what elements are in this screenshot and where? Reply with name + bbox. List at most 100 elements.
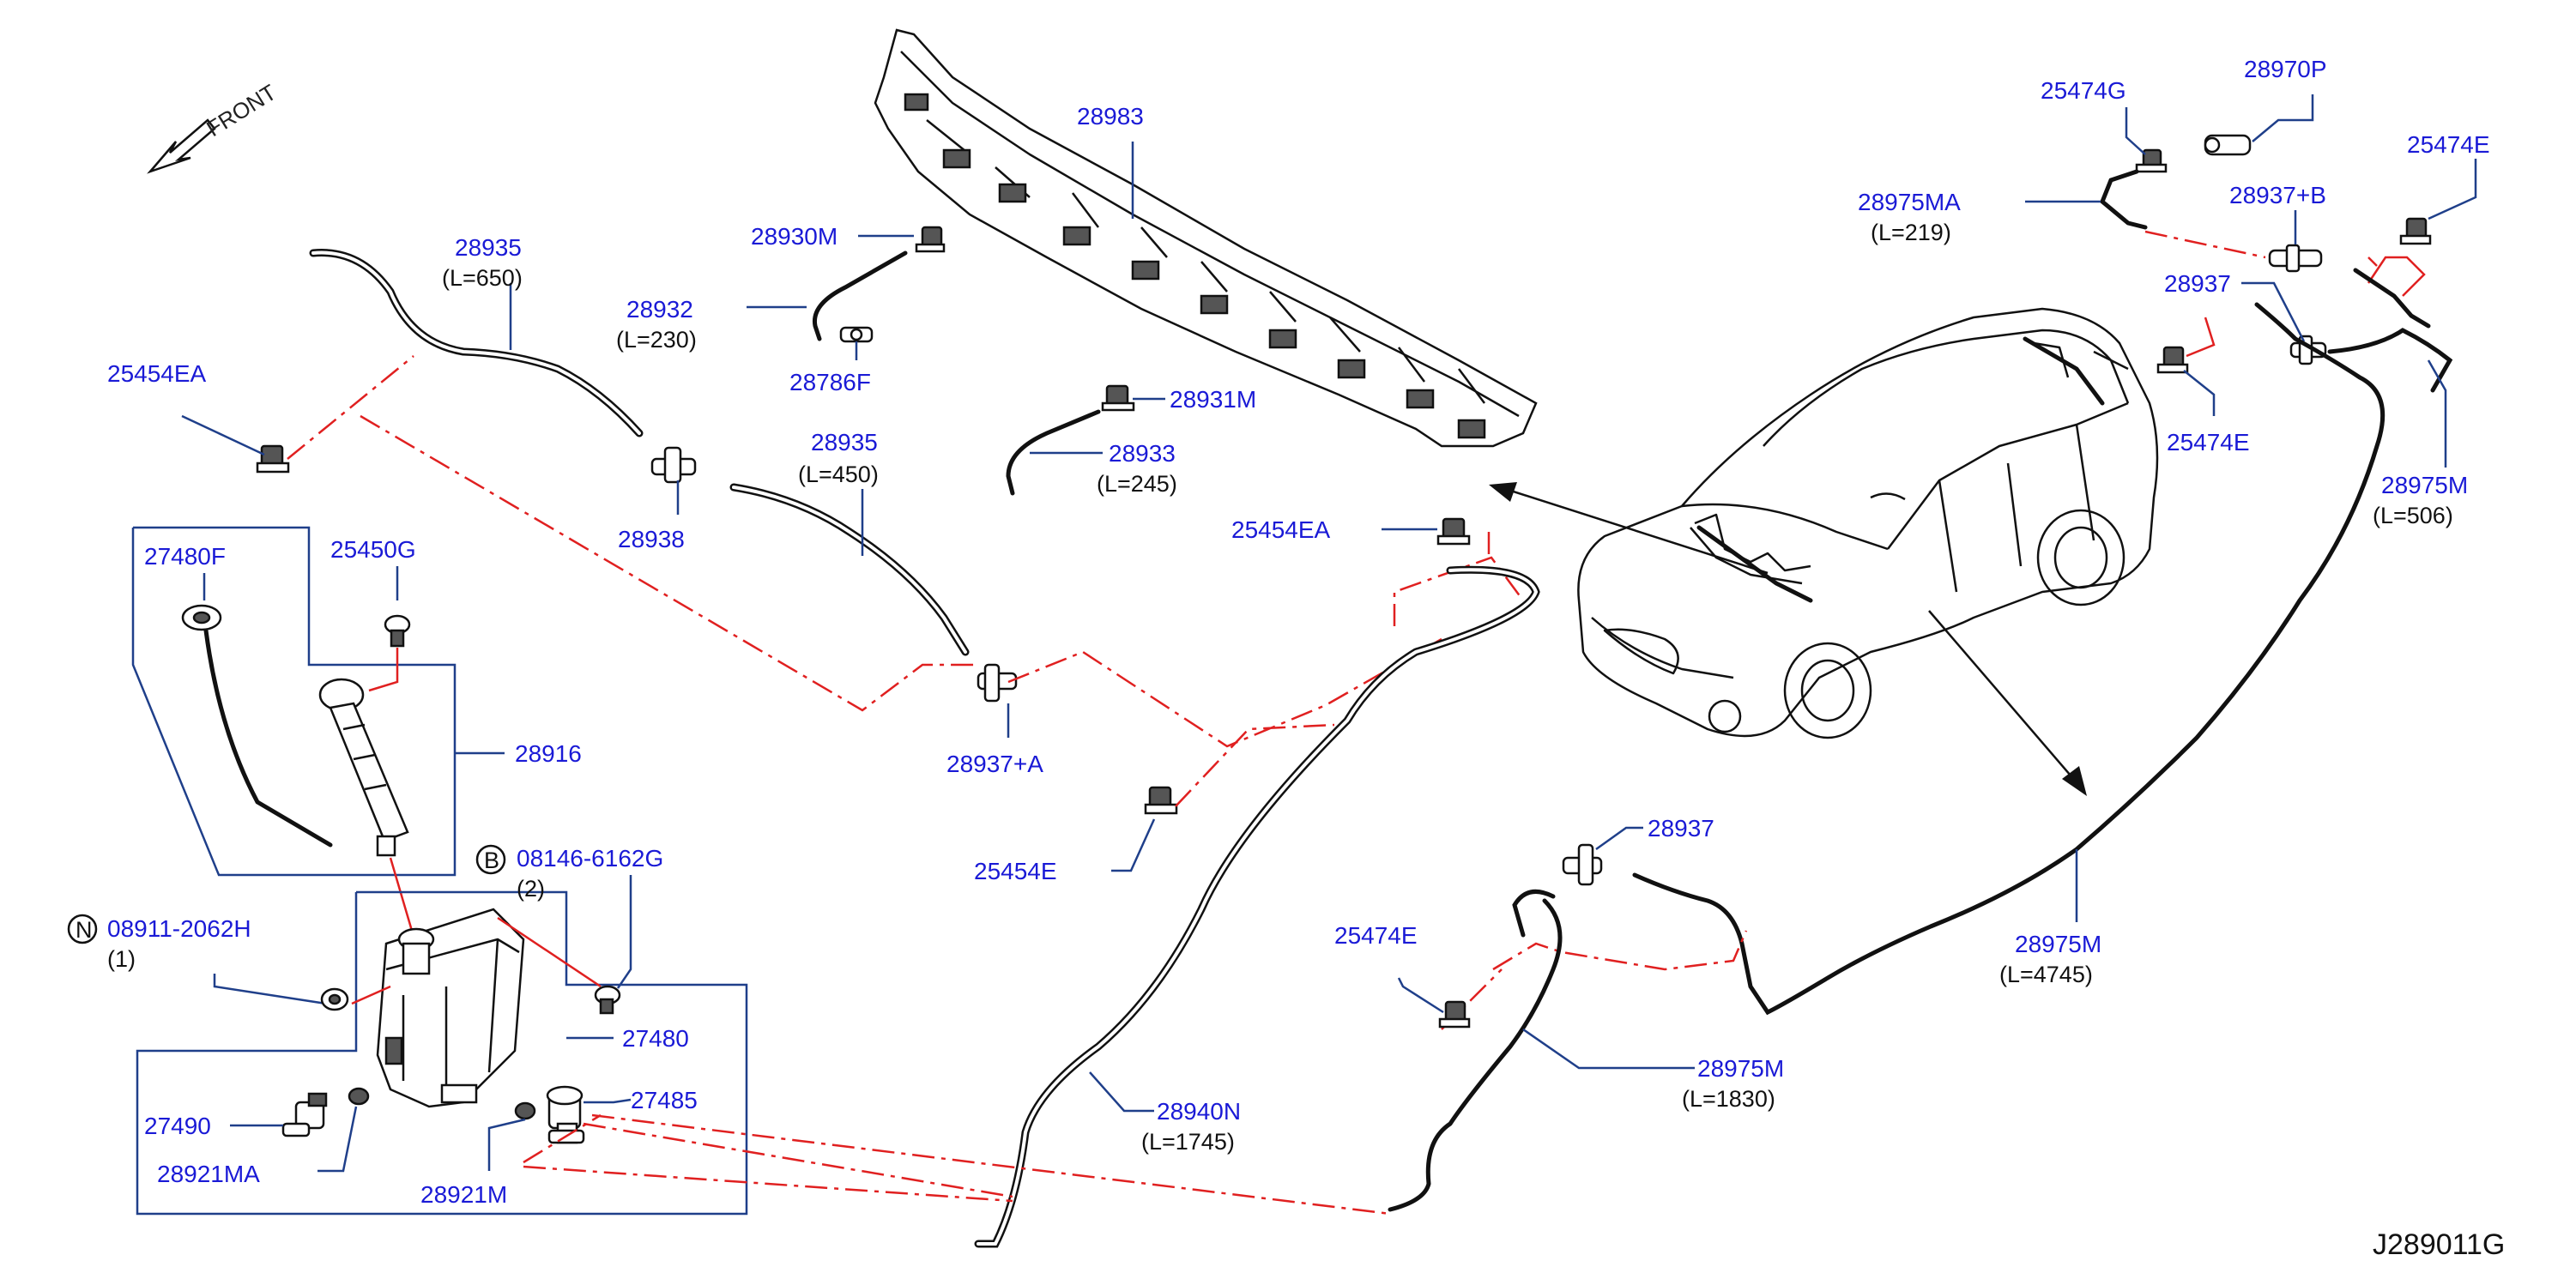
label-08146-qty: (2) [517, 876, 545, 902]
leader-25474E-mid [1397, 977, 1444, 1014]
label-27490: 27490 [144, 1113, 211, 1139]
label-28921M: 28921M [420, 1181, 507, 1208]
label-25454E: 25454E [974, 858, 1057, 884]
hose-28975M-506 [2327, 328, 2453, 393]
label-28937A: 28937+A [946, 751, 1043, 777]
connector-28937B-icon [2268, 244, 2323, 273]
bracket-line [351, 985, 391, 1005]
bracket-line [368, 648, 399, 692]
label-28935-650-len: (L=650) [442, 265, 523, 291]
leader-28970P [2252, 94, 2314, 142]
dash-line [523, 1113, 602, 1164]
svg-text:B: B [484, 848, 499, 873]
front-arrow-icon: FRONT [147, 79, 281, 174]
label-27480: 27480 [622, 1025, 689, 1052]
nozzle-28970P-icon [2204, 134, 2252, 156]
diagram-code: J289011G [2373, 1228, 2505, 1261]
label-25474E-r: 25474E [2167, 429, 2250, 456]
label-28975M-4745: 28975M [2015, 931, 2101, 957]
cowl-top-part [874, 28, 1538, 448]
bracket-line [2367, 256, 2426, 297]
dash-line [583, 1122, 1013, 1198]
dash-line [1393, 556, 1525, 626]
filler-neck-28916-icon [318, 678, 409, 857]
label-28786F: 28786F [789, 369, 871, 395]
clip-25474E-r-icon [2156, 346, 2189, 374]
clip-28930M-icon [915, 226, 946, 253]
clip-25454EA-left-icon [256, 444, 290, 474]
bracket-line [2186, 317, 2216, 358]
hose-28975M-1830 [1388, 898, 1563, 1212]
svg-text:N: N [76, 917, 93, 943]
leader-28975M-1830 [1522, 1028, 1695, 1070]
label-28975MA: 28975MA [1858, 189, 1961, 215]
label-28916: 28916 [515, 740, 582, 767]
label-28921MA: 28921MA [157, 1161, 260, 1187]
hose-short [1512, 889, 1556, 938]
circle-b-icon: B [475, 844, 506, 875]
label-28975M-4745-len: (L=4745) [1999, 962, 2093, 987]
label-28975M-1830-len: (L=1830) [1682, 1086, 1775, 1112]
leader-25474E-r [2183, 370, 2216, 416]
label-28937-mid: 28937 [1648, 815, 1714, 842]
pointer-arrow-icon [1489, 482, 1769, 575]
group-box-28916 [131, 526, 457, 877]
clip-25474G-icon [2135, 148, 2168, 173]
leader-28940N [1089, 1071, 1154, 1113]
washer-pump-27485-icon [546, 1085, 585, 1144]
check-valve-28786F-icon [839, 326, 874, 343]
leader-27485 [584, 1098, 632, 1104]
label-28933-len: (L=245) [1097, 471, 1177, 497]
leader-28975M-506 [2427, 359, 2447, 468]
label-27485: 27485 [631, 1087, 698, 1113]
label-28975M-506: 28975M [2381, 472, 2468, 498]
dash-line [1007, 637, 1442, 748]
group-box-27480 [136, 890, 748, 1216]
label-25474E-tr: 25474E [2407, 131, 2490, 158]
clip-25454EA-mid-icon [1436, 517, 1471, 546]
connector-28938-icon [650, 446, 697, 484]
label-25474G: 25474G [2041, 77, 2126, 104]
clip-25474E-tr-icon [2399, 217, 2432, 245]
clip-25454E-icon [1144, 786, 1178, 815]
label-28940N: 28940N [1157, 1098, 1241, 1125]
bolt-08146-icon [594, 985, 621, 1015]
leader-25454EA-left [181, 414, 265, 456]
hose-28933 [1006, 409, 1101, 496]
leader-25474G [2125, 107, 2146, 155]
label-08146-6162G: 08146-6162G [517, 845, 663, 872]
label-28975M-1830: 28975M [1697, 1055, 1784, 1082]
dash-line [523, 1165, 1013, 1203]
hose-28975M-506-upper [2353, 268, 2431, 329]
dash-line [287, 355, 414, 460]
leader-28937-top [2241, 281, 2306, 342]
label-25454EA-left: 25454EA [107, 360, 207, 387]
label-27480F: 27480F [144, 543, 226, 570]
bracket-line [2367, 256, 2378, 267]
washer-reservoir-27480-icon [376, 908, 525, 1108]
label-28935-650: 28935 [455, 234, 522, 261]
dash-line [360, 414, 974, 712]
bracket-line [497, 916, 602, 988]
grommet-28921MA-icon [348, 1087, 370, 1106]
leader-28937-mid [1595, 826, 1643, 851]
label-28930M: 28930M [751, 223, 838, 250]
filler-strap [203, 628, 333, 848]
label-28975MA-len: (L=219) [1871, 220, 1951, 245]
label-08911-qty: (1) [107, 946, 136, 972]
connector-28937-mid-icon [1562, 843, 1603, 886]
label-28983: 28983 [1077, 103, 1144, 130]
label-28938: 28938 [618, 526, 685, 552]
leader-28921MA [317, 1106, 358, 1173]
circle-n-icon: N [67, 914, 98, 944]
leader-08911-2062H [213, 974, 327, 1005]
label-28937-top: 28937 [2164, 270, 2231, 297]
dash-line [1175, 723, 1335, 807]
connector-28937A-icon [977, 663, 1018, 703]
label-28940N-len: (L=1745) [1141, 1129, 1235, 1155]
level-sensor-27490-icon [281, 1092, 328, 1137]
hose-28975MA [2100, 169, 2148, 230]
front-label: FRONT [202, 79, 281, 142]
label-28931M: 28931M [1170, 386, 1256, 413]
dash-line [1492, 930, 1748, 971]
